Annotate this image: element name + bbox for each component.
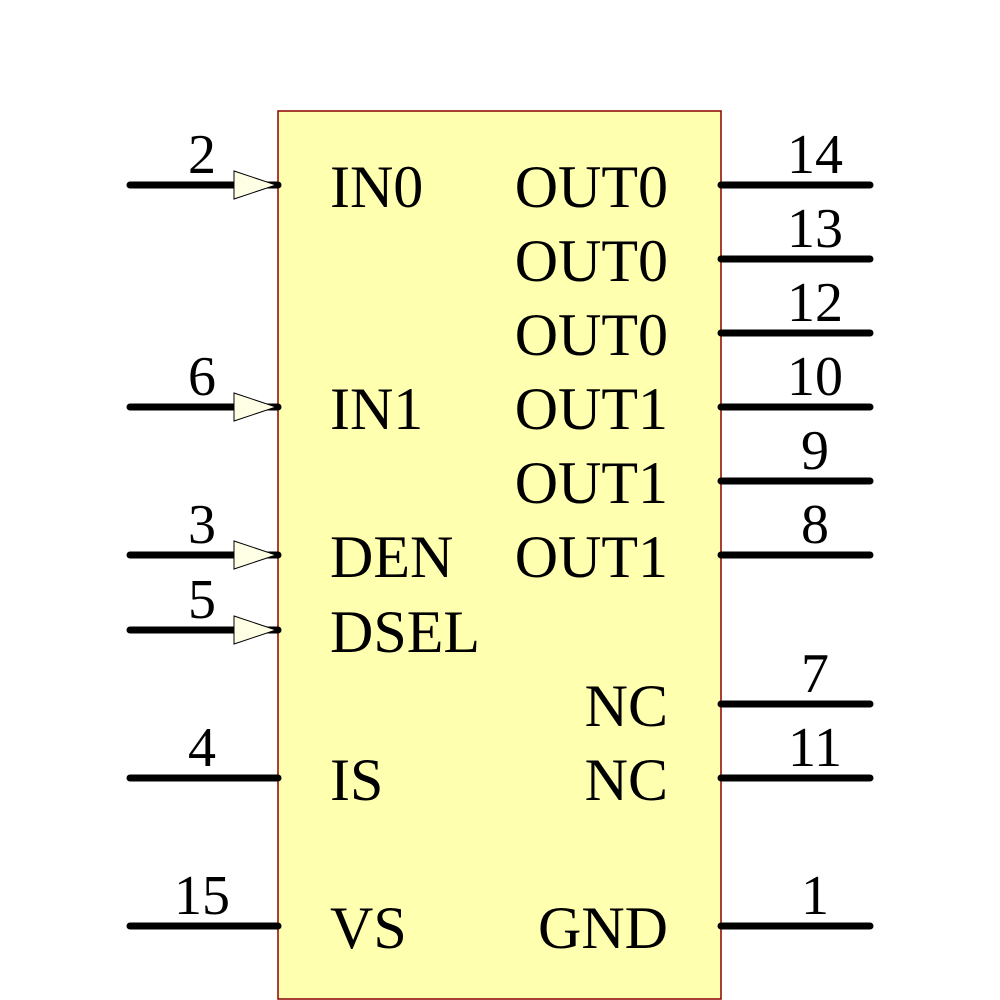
pin-14: 14 OUT0 (515, 124, 874, 220)
pin-number: 1 (801, 865, 829, 927)
input-arrow-icon (233, 392, 278, 422)
pin-number: 12 (787, 272, 843, 334)
pin-number: 11 (788, 717, 842, 779)
pin-label: OUT0 (515, 154, 668, 220)
pin-label: NC (585, 673, 668, 739)
pin-number: 8 (801, 494, 829, 556)
pin-label: OUT0 (515, 228, 668, 294)
pin-2: 2 IN0 (126, 124, 423, 220)
pin-4: 4 IS (126, 717, 383, 813)
pin-label: VS (330, 895, 407, 961)
right-pins: 14OUT013OUT012OUT010OUT19OUT18OUT17NC11N… (515, 124, 874, 961)
pin-label: OUT1 (515, 524, 668, 590)
pin-5: 5 DSEL (126, 569, 480, 665)
pin-7: 7 NC (585, 643, 874, 739)
pin-12: 12 OUT0 (515, 272, 874, 368)
ic-body (277, 110, 722, 1000)
pin-8: 8 OUT1 (515, 494, 874, 590)
pin-number: 4 (188, 717, 216, 779)
pin-3: 3 DEN (126, 494, 453, 590)
pin-6: 6 IN1 (126, 346, 423, 442)
pin-label: OUT0 (515, 302, 668, 368)
pin-label: DSEL (330, 599, 480, 665)
pin-number: 7 (801, 643, 829, 705)
pin-15: 15 VS (126, 865, 407, 961)
pin-label: IN0 (330, 154, 423, 220)
pin-label: GND (538, 895, 668, 961)
pin-number: 9 (801, 420, 829, 482)
left-pins: 2 IN0 6 IN1 3 DEN 5 DSEL 4 IS 15 VS (126, 124, 480, 961)
pin-label: NC (585, 747, 668, 813)
input-arrow-icon (233, 615, 278, 645)
pin-number: 3 (188, 494, 216, 556)
pin-number: 2 (188, 124, 216, 186)
pin-label: IS (330, 747, 383, 813)
pin-label: IN1 (330, 376, 423, 442)
pin-13: 13 OUT0 (515, 198, 874, 294)
input-arrow-icon (233, 170, 278, 200)
pin-1: 1 GND (538, 865, 874, 961)
pin-9: 9 OUT1 (515, 420, 874, 516)
pin-number: 14 (787, 124, 843, 186)
pin-10: 10 OUT1 (515, 346, 874, 442)
pin-number: 6 (188, 346, 216, 408)
pin-number: 5 (188, 569, 216, 631)
pin-number: 15 (174, 865, 230, 927)
pin-number: 13 (787, 198, 843, 260)
pin-11: 11 NC (585, 717, 874, 813)
pin-number: 10 (787, 346, 843, 408)
pin-label: OUT1 (515, 450, 668, 516)
pin-label: OUT1 (515, 376, 668, 442)
input-arrow-icon (233, 540, 278, 570)
pin-label: DEN (330, 524, 453, 590)
